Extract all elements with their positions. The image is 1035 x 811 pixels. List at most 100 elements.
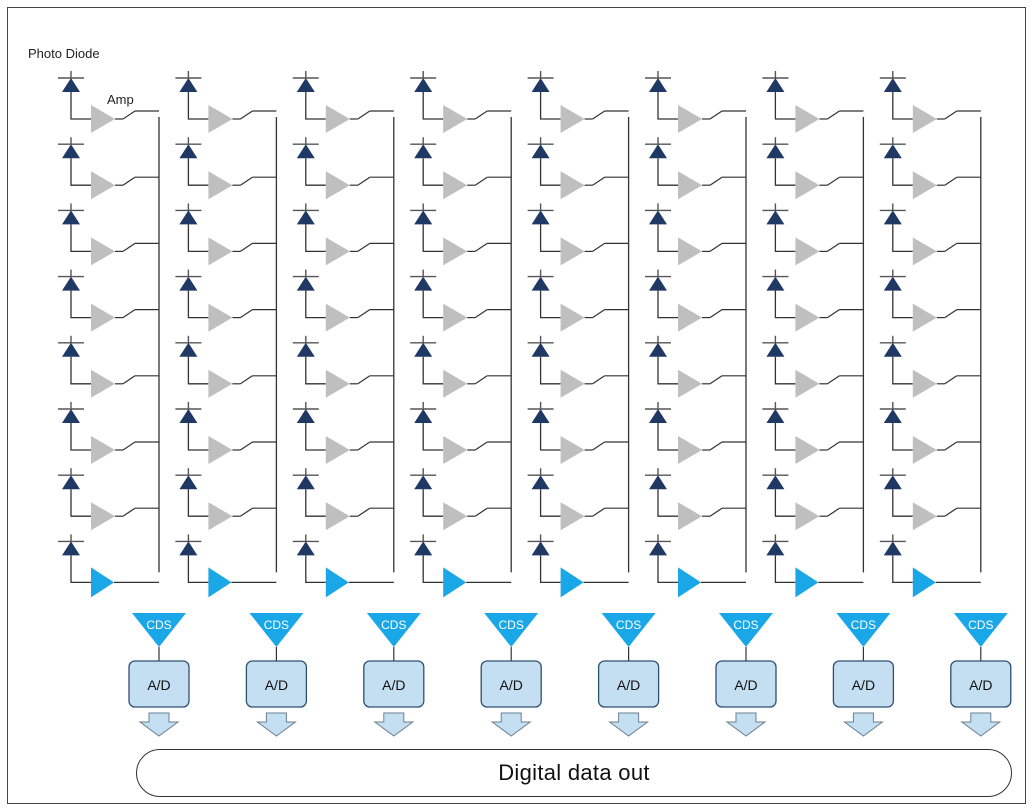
column-amp-icon [325,567,349,598]
adc-box [245,660,308,708]
row-select-switch [592,110,605,120]
diode-wire [305,224,326,253]
photo-diode-icon [766,541,785,556]
pixel-cell [292,269,394,332]
row-select-switch [592,507,605,517]
pixel-cell [58,203,159,266]
cds-icon [132,613,186,647]
pixel-cell [58,71,159,133]
pixel-amp-icon [560,502,585,531]
row-select-switch [357,507,371,517]
pixel-amp-icon [678,436,702,464]
pixel-amp-icon [560,303,585,332]
pixel-amp-icon [91,171,115,200]
diode-wire [657,356,678,385]
row-select-switch [122,309,136,319]
row-select-switch [240,507,253,517]
cds-label: CDS [851,618,876,632]
pixel-cell [645,137,746,200]
photo-diode-icon [179,78,198,92]
pixel-amp-icon [325,237,350,266]
pixel-cell [527,534,629,598]
row-select-switch [709,441,723,451]
adc-label: A/D [852,677,875,693]
cds-icon [953,613,1008,647]
pixel-cell [292,534,394,598]
photo-diode-icon [766,78,785,92]
photo-diode-icon [414,276,433,291]
pixel-cell [527,203,629,266]
diode-wire [774,489,796,517]
pixel-amp-icon [325,105,350,133]
row-select-switch [240,176,253,186]
pixel-amp-icon [325,303,350,332]
pixel-amp-icon [912,171,937,200]
photo-diode-icon [179,409,198,423]
adc-box [832,660,895,708]
cds-label: CDS [968,618,993,632]
adc-box [480,660,542,708]
pixel-amp-icon [91,237,115,266]
diode-wire [187,158,209,186]
row-select-switch [240,309,253,319]
cds-icon [249,613,304,647]
row-select-switch [592,242,605,252]
pixel-amp-icon [443,303,468,332]
digital-data-out-label: Digital data out [498,760,650,785]
pixel-amp-icon [560,105,585,133]
diode-wire [187,92,209,120]
row-select-switch [592,375,605,385]
diode-wire [539,224,561,253]
row-select-switch [474,176,488,186]
photo-diode-icon [414,541,433,556]
pixel-cell [175,335,277,398]
pixel-cell [58,335,159,398]
diode-wire [70,489,91,517]
pixel-cell [645,71,746,133]
adc-box [715,660,777,708]
down-arrow-icon [138,712,180,737]
photo-diode-icon [649,409,667,423]
photo-diode-icon [414,409,433,423]
photo-diode-icon [62,276,80,291]
pixel-amp-icon [795,171,820,200]
pixel-cell [762,534,864,598]
diode-wire [187,356,209,385]
pixel-amp-icon [325,369,350,398]
pixel-cell [645,402,746,464]
row-select-switch [357,110,371,120]
diode-wire [187,423,209,451]
row-select-switch [592,176,605,186]
row-select-switch [357,309,371,319]
pixel-cell [410,335,512,398]
adc-box [950,660,1012,708]
photo-diode-icon [531,210,550,225]
row-select-switch [357,441,371,451]
photo-diode-icon [296,475,315,490]
pixel-amp-icon [325,436,350,464]
pixel-amp-icon [208,436,233,464]
pixel-amp-icon [325,171,350,200]
pixel-cell [58,137,159,200]
diode-wire [422,92,444,120]
row-select-switch [944,242,958,252]
row-select-switch [827,441,840,451]
pixel-cell [175,468,277,531]
down-arrow-icon [608,712,650,737]
pixel-cell [58,468,159,531]
cds-label: CDS [264,618,289,632]
photo-diode-icon [649,342,667,357]
row-select-switch [827,242,840,252]
pixel-amp-icon [443,502,468,531]
photo-diode-icon [62,210,80,225]
diode-wire [422,489,444,517]
row-select-switch [122,507,136,517]
photo-diode-icon [531,541,550,556]
pixel-cell [645,269,746,332]
pixel-cell [645,468,746,531]
diode-wire [892,224,913,253]
down-arrow-icon [373,712,415,737]
